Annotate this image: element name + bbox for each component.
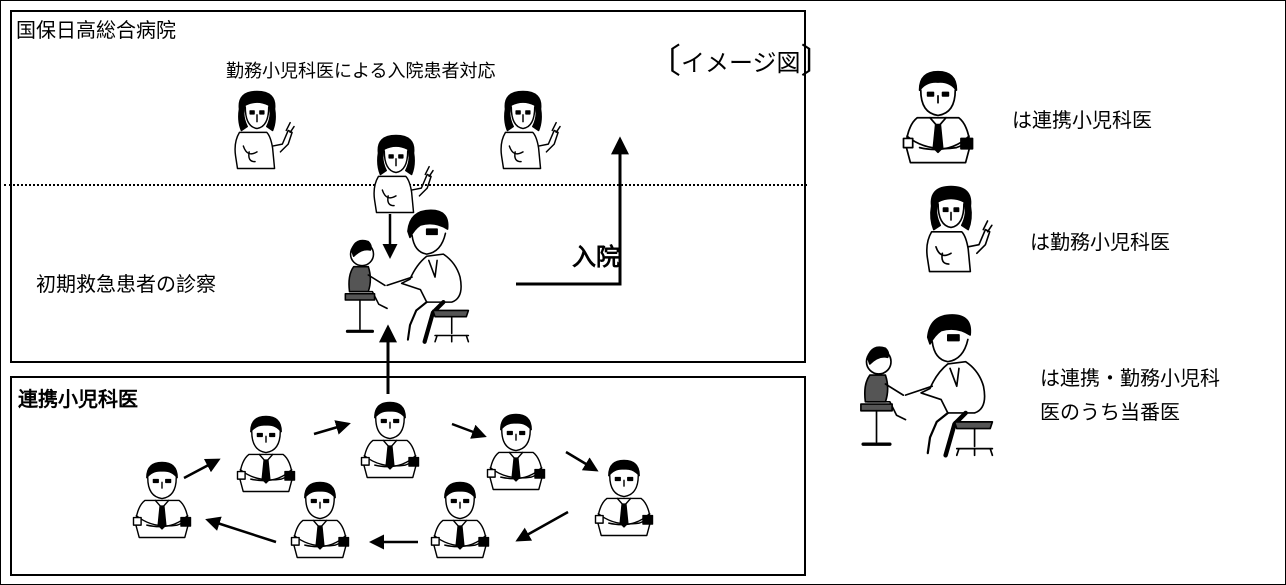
rotation-arrow-1: [184, 458, 221, 478]
arrow-to-exam: [382, 212, 398, 259]
hospital-title: 国保日高総合病院: [16, 18, 176, 42]
bracket-left: 〔: [647, 42, 681, 82]
legend-linked-pediatrician: は連携小児科医: [1012, 108, 1152, 132]
legend-duty-doctor-line-1: は連携・勤務小児科: [1040, 366, 1220, 390]
network-title: 連携小児科医: [18, 387, 138, 411]
admission-arrow: [512, 136, 629, 294]
legend-staff-pediatrician: は勤務小児科医: [1030, 230, 1170, 254]
bracket-right: 〕: [800, 42, 835, 82]
duty-doctor-exam-icon: [840, 306, 1020, 462]
exam-caption: 初期救急患者の診察: [36, 272, 216, 296]
rotation-arrow-2: [314, 420, 351, 434]
male-doctor-icon: [892, 66, 984, 166]
image-note-label: イメージ図: [681, 49, 801, 77]
admission-label: 入院: [572, 243, 620, 271]
rotation-arrow-3: [452, 424, 487, 439]
female-doctor-icon: [908, 180, 994, 276]
arrow-network-to-exam: [379, 324, 397, 402]
rotation-arrow-5: [515, 512, 568, 542]
hospital-box: [10, 10, 806, 363]
rotation-arrow-7: [205, 516, 276, 542]
image-note: 〔イメージ図〕: [647, 34, 835, 83]
inpatient-caption: 勤務小児科医による入院患者対応: [226, 61, 496, 82]
legend-duty-doctor-line-2: 医のうち当番医: [1040, 400, 1180, 424]
rotation-arrow-4: [566, 452, 599, 472]
network-box: [10, 376, 806, 576]
